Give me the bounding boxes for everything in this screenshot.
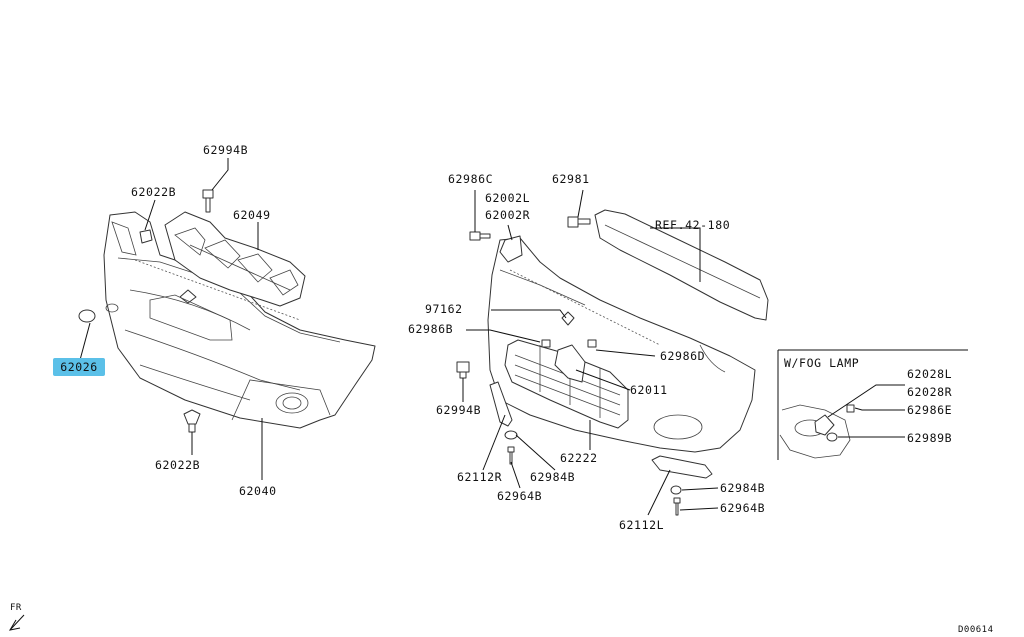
bumper-reinforcement-bracket[interactable] [164,211,306,307]
bracket-62002[interactable] [499,235,523,263]
emblem-97162[interactable] [561,311,575,326]
bolt-62994B-top[interactable] [202,189,214,213]
label-62994B-top[interactable]: 62994B [203,143,248,157]
label-62011[interactable]: 62011 [630,383,668,397]
clip-62022B-top[interactable] [139,229,153,244]
cap-62026[interactable] [78,309,96,323]
highlighted-part-62026[interactable] [53,358,105,376]
front-bumper-cover[interactable] [103,211,376,429]
label-62981[interactable]: 62981 [552,172,590,186]
label-62112R[interactable]: 62112R [457,470,502,484]
bolt-62981[interactable] [567,216,591,228]
label-62222[interactable]: 62222 [560,451,598,465]
label-62964B-right[interactable]: 62964B [720,501,765,515]
nut-62989B[interactable] [826,432,838,442]
bracket-62112L[interactable] [651,455,713,479]
screw-62986D[interactable] [587,339,597,348]
label-fog-lamp-title: W/FOG LAMP [784,356,859,370]
screw-62986B[interactable] [541,339,551,348]
label-ref-42-180[interactable]: REF.42-180 [655,218,730,232]
label-62964B-left[interactable]: 62964B [497,489,542,503]
clip-62022B-bottom[interactable] [183,409,201,433]
label-62986B[interactable]: 62986B [408,322,453,336]
label-62986D[interactable]: 62986D [660,349,705,363]
label-62028R[interactable]: 62028R [907,385,952,399]
label-62994B-mid[interactable]: 62994B [436,403,481,417]
washer-62984B-left[interactable] [504,430,518,440]
diagram-code: D00614 [958,625,994,635]
label-62112L[interactable]: 62112L [619,518,664,532]
label-62989B[interactable]: 62989B [907,431,952,445]
screw-62986E[interactable] [846,404,855,413]
label-fr: FR [10,603,22,613]
label-62986E[interactable]: 62986E [907,403,952,417]
label-62028L[interactable]: 62028L [907,367,952,381]
bolt-62986C[interactable] [469,231,491,241]
fog-bracket-62028[interactable] [814,414,835,436]
fog-lamp-inset [777,349,968,460]
bolt-62994B-mid[interactable] [456,361,470,379]
label-62002L[interactable]: 62002L [485,191,530,205]
label-62040[interactable]: 62040 [239,484,277,498]
emblem-mount-62011[interactable] [554,344,586,383]
screw-62964B-right[interactable] [673,497,681,516]
label-62986C[interactable]: 62986C [448,172,493,186]
label-62022B-top[interactable]: 62022B [131,185,176,199]
screw-62964B-left[interactable] [507,446,515,465]
washer-62984B-right[interactable] [670,485,682,495]
label-62984B-right[interactable]: 62984B [720,481,765,495]
bumper-support-beam[interactable] [594,209,769,321]
label-62026[interactable]: 62026 [60,360,98,374]
label-62022B-bottom[interactable]: 62022B [155,458,200,472]
bracket-62112R[interactable] [489,381,513,427]
label-62002R[interactable]: 62002R [485,208,530,222]
label-97162[interactable]: 97162 [425,302,463,316]
label-62984B-left[interactable]: 62984B [530,470,575,484]
front-direction-arrow-icon [8,614,25,631]
bumper-grille-upper[interactable] [149,294,233,341]
label-62049[interactable]: 62049 [233,208,271,222]
